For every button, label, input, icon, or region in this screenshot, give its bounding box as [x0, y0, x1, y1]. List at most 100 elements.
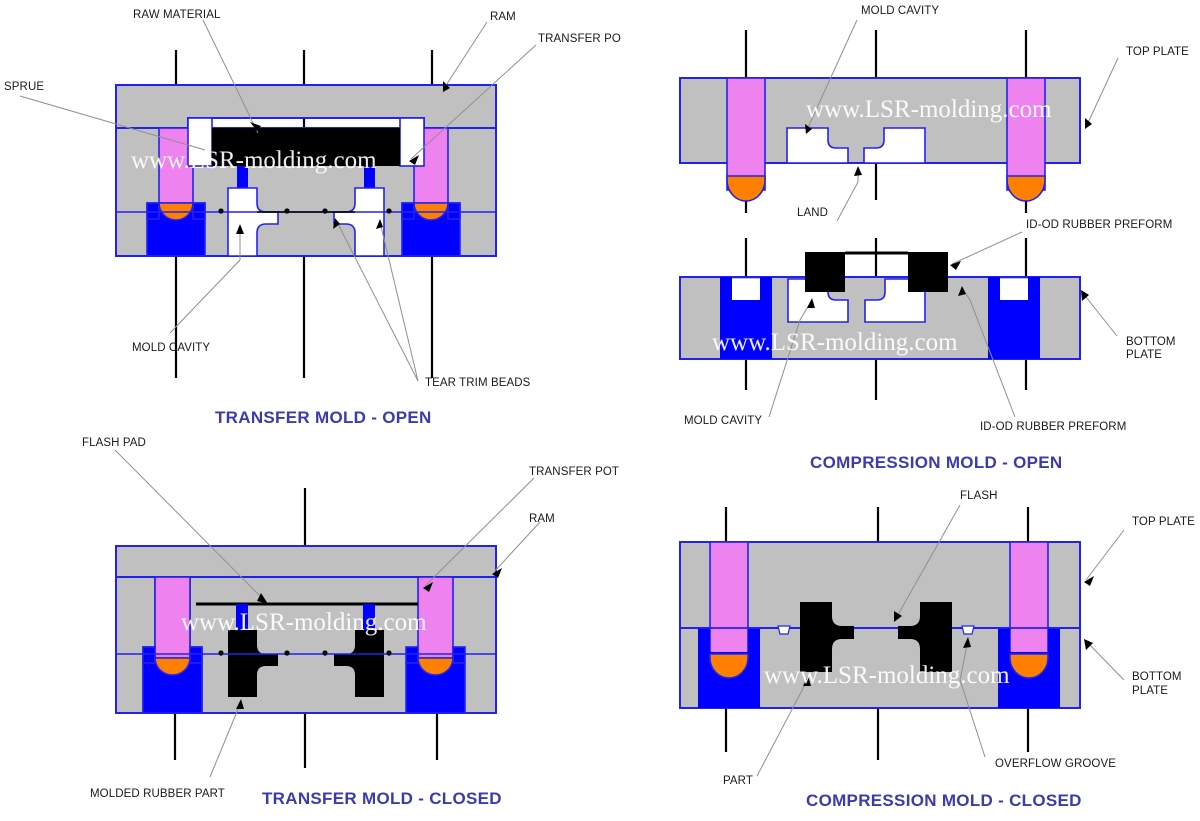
- leader-flash: [894, 504, 961, 621]
- lower-cavity-left: [787, 278, 849, 323]
- arrowhead-bottom-plate-2: [1081, 290, 1089, 301]
- molded-part-right: [898, 602, 952, 672]
- caption-compression-mold-open: COMPRESSION MOLD - OPEN: [810, 453, 1062, 472]
- label-bottom-plate-line2: PLATE: [1126, 349, 1162, 361]
- arrowhead-tear-trim-1: [333, 218, 340, 229]
- label-bottom-plate-line1: BOTTOM: [1126, 336, 1176, 348]
- runner-stub-right: [363, 604, 375, 630]
- label-mold-cavity-bottom: MOLD CAVITY: [684, 415, 762, 427]
- caption-transfer-mold-closed: TRANSFER MOLD - CLOSED: [262, 789, 502, 808]
- leader-preform-top: [951, 231, 1023, 265]
- arrowhead-preform-top: [950, 261, 961, 270]
- runner-stub-left: [236, 604, 248, 630]
- leader-overflow-groove: [959, 639, 986, 758]
- leader-mold-cavity: [169, 226, 241, 334]
- preform-bore-right: [1006, 77, 1046, 202]
- mold-cavity-recess-right: [863, 127, 926, 164]
- transfer-pot-left: [142, 576, 203, 714]
- leader-molded-rubber-part: [209, 701, 242, 778]
- sprue-recess-left: [187, 117, 213, 167]
- watermark: www.LSR-molding.com: [764, 662, 1010, 689]
- label-top-plate: TOP PLATE: [1132, 516, 1195, 528]
- label-raw-material: RAW MATERIAL: [133, 9, 221, 21]
- leader-bottom-plate: [1085, 640, 1125, 681]
- preform-bore-left: [698, 541, 760, 708]
- label-id-od-rubber-preform-top: ID-OD RUBBER PREFORM: [1026, 219, 1172, 231]
- leader-tear-trim-2: [379, 221, 419, 382]
- label-transfer-pot: TRANSFER POT: [529, 466, 619, 478]
- leader-bottom-plate-2: [1081, 291, 1118, 337]
- watermark: www.LSR-molding.com: [181, 609, 427, 636]
- caption-compression-mold-closed: COMPRESSION MOLD - CLOSED: [806, 791, 1082, 810]
- transfer-pot-right: [405, 576, 466, 714]
- arrowhead-transfer-pot: [423, 582, 433, 592]
- label-flash-pad: FLASH PAD: [82, 437, 146, 449]
- tear-trim-bead: [322, 208, 328, 214]
- tear-trim-bead: [218, 650, 224, 656]
- caption-transfer-mold-open: TRANSFER MOLD - OPEN: [215, 408, 432, 427]
- leader-transfer-pot: [410, 44, 537, 160]
- label-bottom-plate-line2: PLATE: [1132, 685, 1168, 697]
- tear-trim-bead: [322, 650, 328, 656]
- tear-trim-bead: [386, 208, 392, 214]
- leader-tear-trim-1: [335, 219, 419, 382]
- arrowhead-top-plate: [1085, 118, 1092, 129]
- tear-trim-bead: [284, 208, 290, 214]
- leader-top-plate: [1085, 57, 1119, 128]
- bottom-plate-bore-left: [720, 277, 772, 359]
- label-sprue: SPRUE: [4, 81, 44, 93]
- molded-rubber-part-left: [228, 630, 278, 697]
- preform-bore-left: [726, 77, 766, 202]
- bottom-plate-bore-right: [988, 277, 1040, 359]
- runner-stub-left: [237, 166, 248, 188]
- label-land: LAND: [797, 207, 828, 219]
- overflow-groove-right: [961, 625, 975, 635]
- leader-mold-cavity-top: [805, 19, 858, 133]
- label-mold-cavity-top: MOLD CAVITY: [861, 5, 939, 17]
- leader-part: [756, 678, 809, 777]
- rubber-preform-left: [805, 252, 845, 292]
- arrowhead-mold-cavity-top: [805, 124, 812, 134]
- label-top-plate: TOP PLATE: [1126, 46, 1189, 58]
- label-part: PART: [723, 775, 753, 787]
- runner-stub-right: [364, 166, 375, 188]
- label-bottom-plate-line1: BOTTOM: [1132, 671, 1182, 683]
- panel-compression-mold-open: www.LSR-molding.com www.LSR-molding.com …: [679, 5, 1189, 472]
- rubber-preform-right: [908, 252, 948, 292]
- preform-bore-right: [998, 541, 1060, 708]
- arrowhead-transfer-pot: [409, 155, 419, 165]
- watermark: www.LSR-molding.com: [806, 96, 1052, 123]
- sprue-recess-right: [399, 117, 425, 167]
- label-tear-trim-beads: TEAR TRIM BEADS: [425, 377, 531, 389]
- arrowhead-top-plate: [1084, 576, 1094, 586]
- arrowhead-overflow-groove: [963, 637, 971, 648]
- arrowhead-land: [854, 166, 862, 176]
- panel-transfer-mold-closed: www.LSR-molding.com FLASH PAD TRANSFER P…: [82, 437, 619, 808]
- label-ram: RAM: [529, 513, 555, 525]
- label-id-od-rubber-preform-bottom: ID-OD RUBBER PREFORM: [980, 421, 1126, 433]
- arrowhead-molded-rubber-part: [236, 699, 244, 709]
- arrowhead-mold-cavity: [236, 224, 244, 234]
- raw-material-slab: [212, 128, 400, 166]
- panel-compression-mold-closed: www.LSR-molding.com FLASH TOP PLATE BOTT…: [679, 490, 1195, 810]
- leader-sprue: [19, 95, 206, 151]
- tear-trim-bead: [284, 650, 290, 656]
- label-overflow-groove: OVERFLOW GROOVE: [995, 758, 1116, 770]
- molded-part-left: [800, 602, 854, 672]
- leader-transfer-pot: [424, 477, 535, 587]
- arrowhead-raw-material: [250, 122, 261, 131]
- arrowhead-flash: [894, 611, 902, 622]
- panel-transfer-mold-open: www.LSR-molding.com RAW MATERIAL RAM TRA…: [4, 9, 621, 427]
- arrowhead-mold-cavity-bottom: [807, 298, 815, 308]
- label-transfer-pot: TRANSFER PO: [538, 33, 621, 45]
- leader-ram: [493, 521, 541, 573]
- watermark: www.LSR-molding.com: [131, 147, 377, 174]
- leader-flash-pad: [114, 449, 267, 603]
- arrowhead-bottom-plate: [1084, 639, 1093, 650]
- leader-raw-material: [202, 19, 259, 134]
- mold-cavity-recess-left: [786, 127, 849, 164]
- label-mold-cavity: MOLD CAVITY: [132, 342, 210, 354]
- overflow-groove-left: [777, 625, 791, 635]
- ram-top-plate: [115, 545, 497, 578]
